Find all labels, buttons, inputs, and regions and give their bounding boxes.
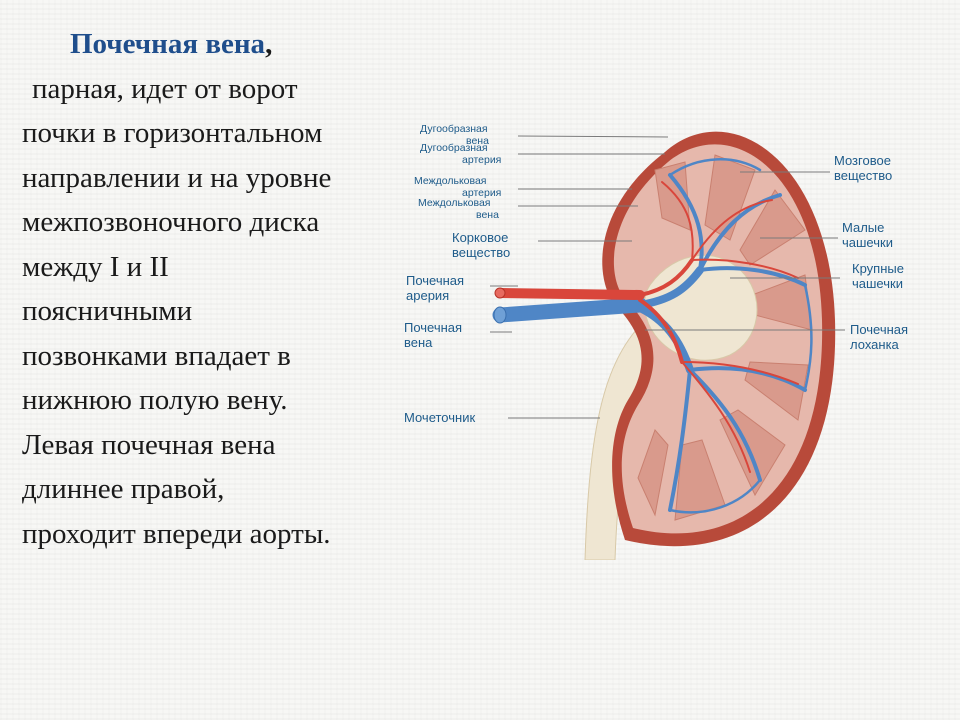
- renal-artery-opening: [494, 287, 506, 299]
- slide-title: Почечная вена,: [22, 22, 422, 67]
- title-text: Почечная вена: [70, 28, 266, 60]
- body-line: парная, идет от ворот: [32, 72, 298, 105]
- label-ureter: Мочеточник: [404, 410, 475, 425]
- body-line: почки в горизонтальном: [22, 117, 323, 149]
- body-text: парная, идет от ворот почки в горизонтал…: [22, 67, 422, 557]
- body-line: позвонками впадает в: [22, 339, 291, 372]
- title-comma: ,: [265, 28, 273, 60]
- arteries: [495, 181, 799, 473]
- body-line: поясничными: [22, 295, 193, 327]
- body-line: между I и II: [22, 250, 169, 283]
- body-line: нижнюю полую вену.: [22, 384, 288, 416]
- renal-vein-opening: [493, 306, 507, 324]
- veins: [492, 158, 813, 514]
- leader-lines: [490, 135, 845, 419]
- body-line: длиннее правой,: [22, 473, 225, 505]
- body-line: межпозвоночного диска: [22, 206, 320, 238]
- body-line: проходит впереди аорты.: [22, 517, 331, 550]
- body-line: направлении и на уровне: [22, 161, 332, 194]
- slide-text: Почечная вена, парная, идет от ворот поч…: [22, 22, 422, 556]
- medulla-pyramids: [637, 154, 813, 521]
- body-line: Левая почечная вена: [22, 428, 276, 461]
